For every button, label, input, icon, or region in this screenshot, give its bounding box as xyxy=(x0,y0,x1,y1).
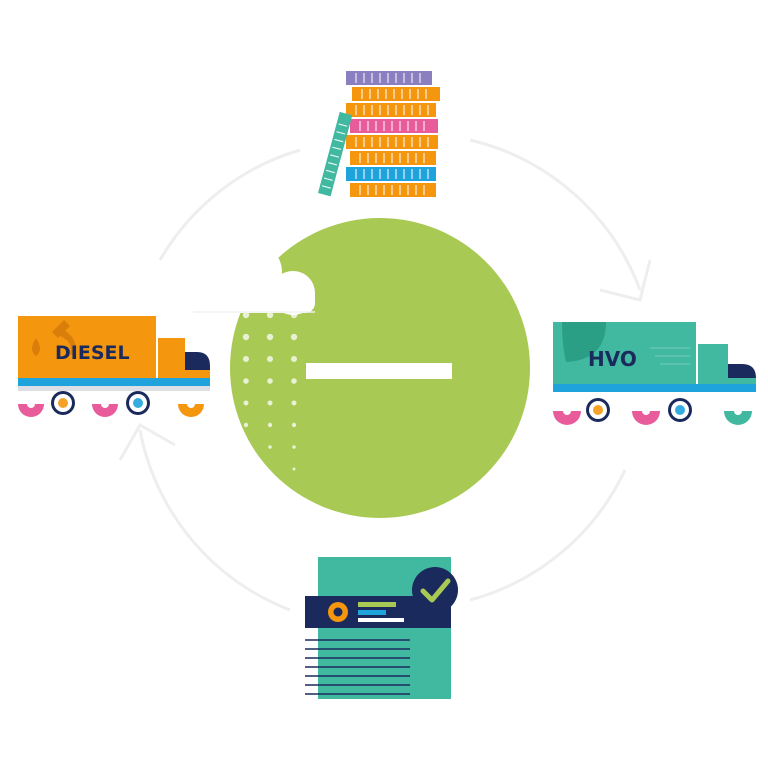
fuel-pump-icon xyxy=(32,320,76,356)
certificate-icon xyxy=(305,557,458,699)
hvo-truck: HVO xyxy=(553,322,756,425)
leaf-icon xyxy=(562,322,606,362)
coin-stack-icon xyxy=(318,71,440,197)
checkmark-icon xyxy=(412,567,458,613)
rain-dots xyxy=(242,311,298,471)
diesel-truck-wheels xyxy=(18,391,204,417)
diesel-truck: DIESEL xyxy=(18,316,210,417)
hvo-truck-wheels xyxy=(553,398,752,425)
minus-icon xyxy=(306,363,452,379)
cloud-icon xyxy=(193,242,315,315)
right-truck-label: HVO xyxy=(588,347,637,371)
cycle-arrows-icon xyxy=(118,138,652,612)
left-truck-label: DIESEL xyxy=(55,342,130,364)
